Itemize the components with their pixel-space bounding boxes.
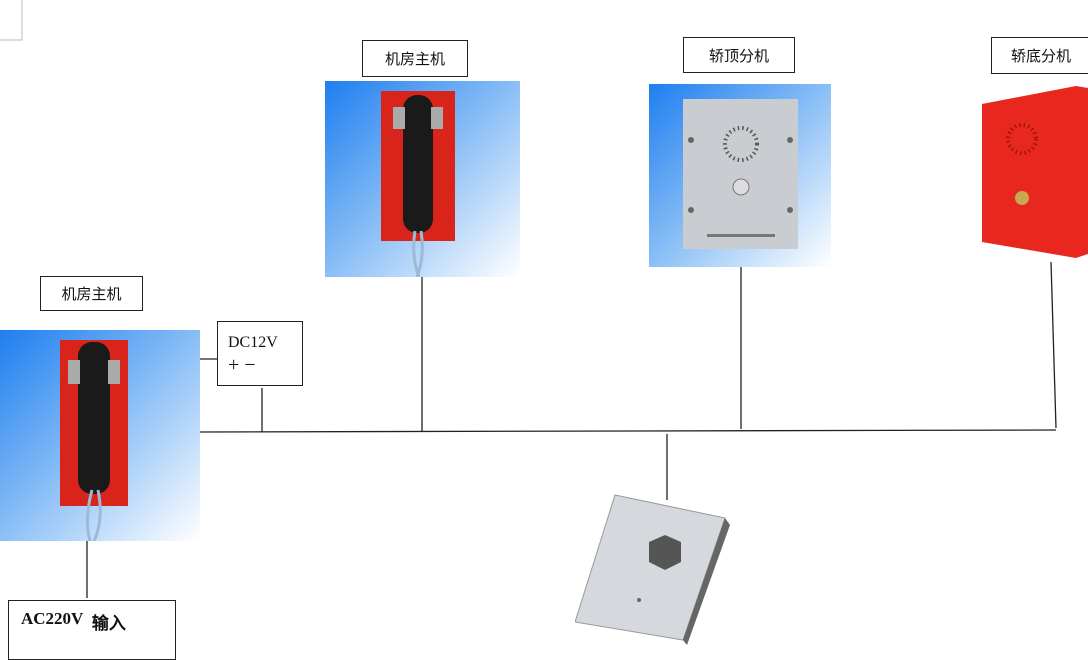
ac220v-box: AC220V 输入 xyxy=(8,600,176,660)
bus-line xyxy=(199,429,1057,433)
label-car-top: 轿顶分机 xyxy=(683,37,795,73)
dc12v-box: DC12V + − xyxy=(217,321,303,386)
ac-input-word: 输入 xyxy=(91,614,126,634)
dc-polarity: + − xyxy=(228,353,256,376)
dc-voltage: DC12V xyxy=(228,333,278,351)
machine-room-phone-image-top xyxy=(325,81,520,278)
ac-voltage: AC220V xyxy=(21,609,84,628)
machine-room-phone-image-left xyxy=(0,330,200,542)
intercom-panel-image-bottom xyxy=(574,490,735,647)
car-bottom-drop xyxy=(1050,261,1057,429)
label-machine-room-left: 机房主机 xyxy=(40,276,143,311)
car-bottom-intercom-image xyxy=(976,84,1088,260)
label-machine-room-top: 机房主机 xyxy=(362,40,468,77)
label-car-bottom: 轿底分机 xyxy=(991,37,1088,74)
car-top-intercom-image xyxy=(649,84,831,267)
